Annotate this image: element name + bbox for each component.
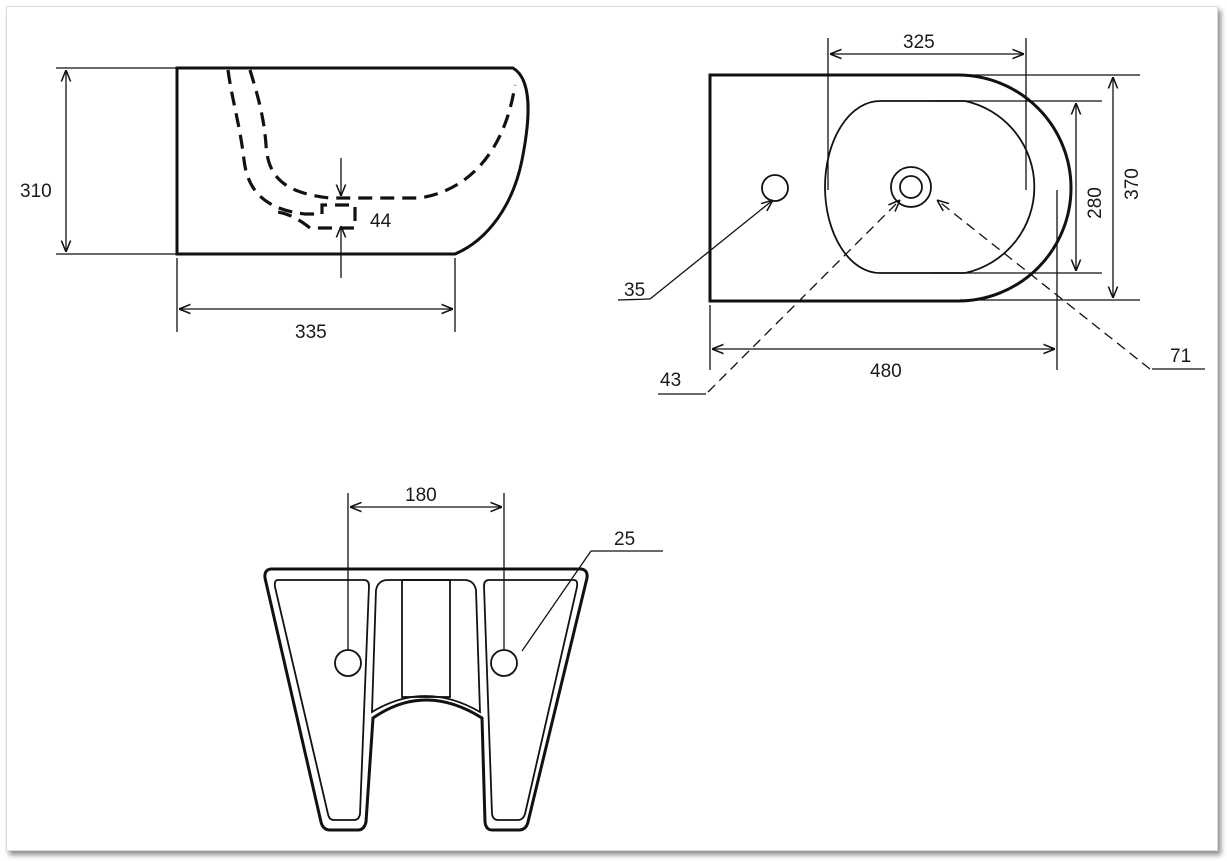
side-drop-label: 44 [370,211,392,232]
drain-hole [899,175,923,199]
back-right-cavity [483,579,579,821]
side-view-hidden-bowl [226,69,357,230]
top-width-label: 370 [1122,168,1143,200]
back-center-channel [371,579,481,714]
side-view-outline [175,66,530,256]
tap-hole-label: 35 [624,280,645,301]
back-view-outline [263,567,589,832]
drawing-sheet [6,6,1218,851]
bowl-length-label: 325 [903,32,935,53]
side-view-hidden-inner [248,69,517,200]
bowl-rim [824,100,1036,274]
back-left-cavity [273,579,370,821]
side-view: 310 335 44 [20,66,530,343]
side-length-label: 335 [295,322,327,343]
tap-hole [761,174,789,202]
drain-outer-label: 43 [660,370,681,391]
back-center-recess [401,579,451,698]
drain-outer-ring [890,166,932,208]
bowl-width-label: 280 [1085,187,1106,219]
fixing-hole-label: 25 [614,529,635,550]
fixing-spacing-label: 180 [405,485,437,506]
fixing-hole-left [334,649,362,677]
top-length-label: 480 [870,361,902,382]
drain-inner-label: 71 [1170,346,1191,367]
side-height-label: 310 [20,181,52,202]
back-view: 180 25 [263,485,663,832]
top-view: 325 370 280 480 35 43 71 [617,32,1205,395]
fixing-hole-right [490,649,518,677]
